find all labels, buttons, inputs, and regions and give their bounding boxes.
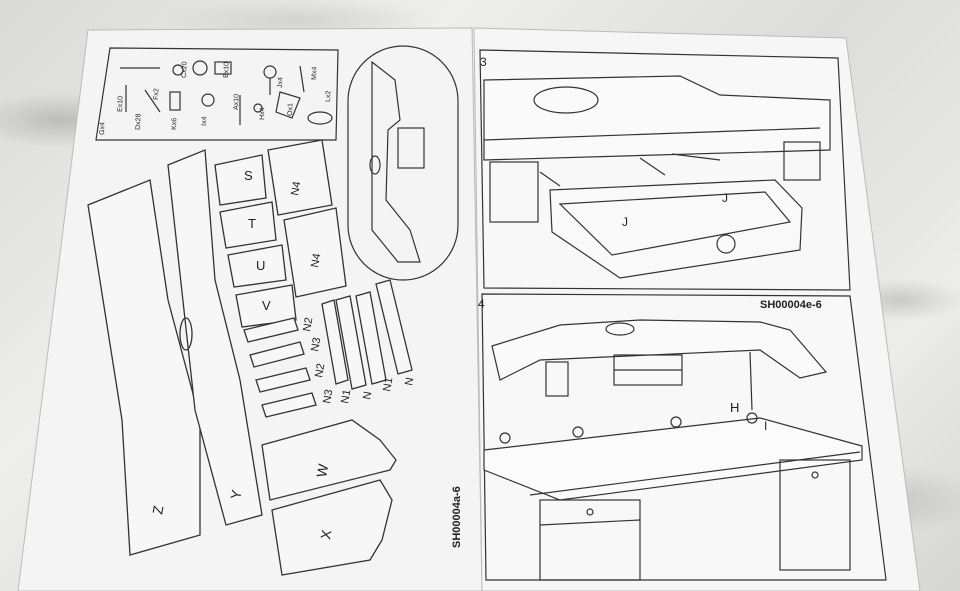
svg-text:N2: N2	[301, 317, 315, 333]
svg-text:Ex10: Ex10	[117, 96, 125, 112]
svg-text:Z: Z	[149, 504, 166, 516]
svg-text:N1: N1	[381, 377, 395, 393]
step-4-illustration	[481, 293, 887, 581]
panel-labels: S N4 T N4 U V N2 N3 N2 N3 N1 N N1 N W X …	[149, 168, 416, 541]
step-3-number: 3	[480, 55, 487, 69]
part-label-j-1: J	[622, 215, 628, 229]
panel-w	[261, 419, 397, 501]
hardware-labels: Gx4 Ex10 Dx28 Fx2 Kx6 Ix4 Cx20 Bx10 Ax10…	[99, 61, 332, 135]
svg-text:T: T	[248, 216, 256, 231]
svg-text:N1: N1	[339, 389, 353, 405]
svg-text:N3: N3	[321, 389, 335, 405]
panel-drawings	[87, 139, 413, 576]
svg-text:N3: N3	[309, 337, 323, 353]
svg-text:Ox1: Ox1	[287, 103, 294, 116]
svg-text:N: N	[403, 377, 416, 387]
svg-text:Fx2: Fx2	[153, 88, 160, 100]
part-label-j-2: J	[722, 191, 728, 205]
svg-text:W: W	[313, 462, 331, 479]
panel-x	[271, 479, 393, 576]
svg-text:V: V	[262, 298, 271, 313]
hutch-oval-illustration	[347, 45, 459, 281]
svg-text:Jx4: Jx4	[277, 77, 284, 88]
svg-text:S: S	[244, 168, 253, 183]
right-sheet-code: SH00004e-6	[760, 299, 822, 311]
left-sheet-code: SH00004a-6	[451, 486, 463, 548]
svg-text:N: N	[361, 391, 374, 401]
svg-text:U: U	[256, 258, 265, 273]
svg-text:N4: N4	[309, 253, 323, 269]
svg-text:N2: N2	[313, 363, 327, 379]
step-4-number: 4	[478, 297, 485, 311]
panel-y	[167, 149, 263, 526]
svg-text:Ix4: Ix4	[201, 116, 208, 126]
svg-text:Mx4: Mx4	[311, 67, 318, 81]
svg-text:Gx4: Gx4	[99, 122, 106, 135]
panel-z	[87, 179, 201, 556]
svg-text:Kx6: Kx6	[171, 118, 178, 130]
svg-text:Bx10: Bx10	[223, 62, 231, 78]
part-label-i: I	[764, 419, 767, 433]
svg-text:Hx4: Hx4	[259, 107, 266, 120]
svg-text:Lx2: Lx2	[325, 90, 332, 102]
svg-text:X: X	[317, 528, 334, 541]
svg-text:Cx20: Cx20	[181, 61, 189, 78]
svg-text:Y: Y	[227, 488, 244, 501]
svg-text:Dx28: Dx28	[135, 113, 143, 130]
part-label-h: H	[730, 400, 739, 415]
svg-text:N4: N4	[289, 181, 303, 197]
svg-text:Ax10: Ax10	[233, 94, 241, 110]
hardware-parts-box	[95, 47, 339, 141]
step-3-illustration	[479, 49, 851, 291]
